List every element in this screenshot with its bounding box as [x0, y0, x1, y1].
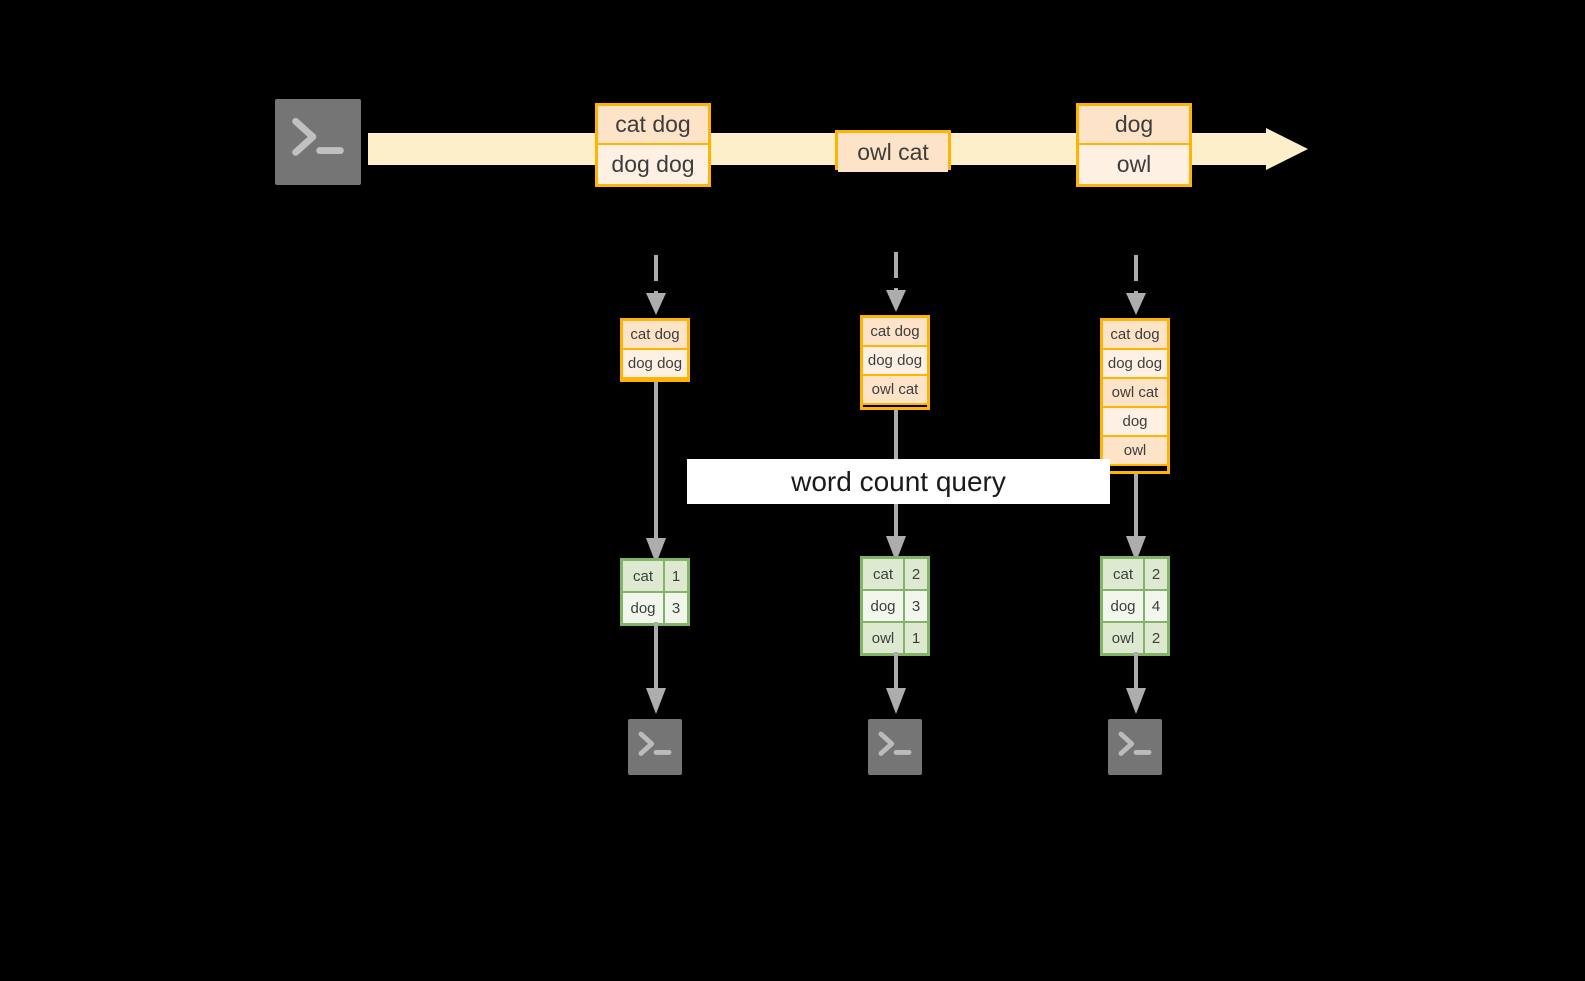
trigger-2-input-line-2: dog dog: [863, 347, 927, 376]
table-row: dog 3: [863, 591, 927, 623]
terminal-prompt-icon: [868, 719, 922, 775]
terminal-prompt-icon: [275, 99, 361, 185]
trigger-1-input-line-2: dog dog: [623, 350, 687, 379]
table-row: cat 1: [623, 561, 687, 593]
trigger-3-sink-terminal-icon: [1101, 712, 1169, 782]
trigger-3-sink-connector: [1125, 652, 1147, 714]
stream-batch-1: cat dog dog dog: [595, 103, 711, 187]
query-label: word count query: [687, 459, 1110, 504]
result-count: 3: [905, 591, 927, 621]
trigger-2-sink-connector: [885, 652, 907, 714]
trigger-3-result-table: cat 2 dog 4 owl 2: [1100, 556, 1170, 656]
trigger-1-input-stack: cat dog dog dog: [620, 318, 690, 382]
trigger-1-sink-terminal-icon: [621, 712, 689, 782]
trigger-2-input-stack: cat dog dog dog owl cat: [860, 315, 930, 410]
terminal-prompt-icon: [1108, 719, 1162, 775]
trigger-2-result-table: cat 2 dog 3 owl 1: [860, 556, 930, 656]
trigger-1-query-connector: [645, 382, 667, 564]
stream-batch-2-line-1: owl cat: [838, 133, 948, 172]
terminal-prompt-icon: [628, 719, 682, 775]
result-count: 2: [905, 559, 927, 589]
table-row: dog 3: [623, 593, 687, 623]
stream-batch-3: dog owl: [1076, 103, 1192, 187]
stream-batch-3-line-1: dog: [1079, 106, 1189, 145]
result-word: dog: [1103, 591, 1145, 621]
stream-batch-1-line-1: cat dog: [598, 106, 708, 145]
table-row: owl 2: [1103, 623, 1167, 653]
stream-batch-2: owl cat: [835, 130, 951, 172]
result-word: cat: [1103, 559, 1145, 589]
result-word: owl: [863, 623, 905, 653]
source-terminal-icon: [268, 92, 368, 192]
trigger-1-input-line-1: cat dog: [623, 321, 687, 350]
trigger-1-tick-connector: [645, 255, 667, 317]
result-word: cat: [623, 561, 665, 591]
trigger-2-input-line-3: owl cat: [863, 376, 927, 405]
trigger-3-input-line-5: owl: [1103, 437, 1167, 466]
trigger-3-input-line-2: dog dog: [1103, 350, 1167, 379]
result-word: cat: [863, 559, 905, 589]
stream-batch-1-line-2: dog dog: [598, 145, 708, 184]
result-count: 3: [665, 593, 687, 623]
trigger-1-result-table: cat 1 dog 3: [620, 558, 690, 626]
result-count: 2: [1145, 623, 1167, 653]
result-word: owl: [1103, 623, 1145, 653]
trigger-3-input-line-1: cat dog: [1103, 321, 1167, 350]
trigger-2-tick-connector: [885, 252, 907, 314]
table-row: owl 1: [863, 623, 927, 653]
stream-batch-3-line-2: owl: [1079, 145, 1189, 184]
table-row: cat 2: [1103, 559, 1167, 591]
result-count: 1: [665, 561, 687, 591]
trigger-3-input-line-3: owl cat: [1103, 379, 1167, 408]
result-word: dog: [623, 593, 665, 623]
table-row: dog 4: [1103, 591, 1167, 623]
trigger-2-input-line-1: cat dog: [863, 318, 927, 347]
result-count: 2: [1145, 559, 1167, 589]
result-count: 1: [905, 623, 927, 653]
trigger-3-input-line-4: dog: [1103, 408, 1167, 437]
table-row: cat 2: [863, 559, 927, 591]
trigger-3-input-stack: cat dog dog dog owl cat dog owl: [1100, 318, 1170, 474]
result-word: dog: [863, 591, 905, 621]
trigger-3-query-connector: [1125, 474, 1147, 562]
trigger-3-tick-connector: [1125, 255, 1147, 317]
trigger-1-sink-connector: [645, 622, 667, 714]
result-count: 4: [1145, 591, 1167, 621]
trigger-2-sink-terminal-icon: [861, 712, 929, 782]
